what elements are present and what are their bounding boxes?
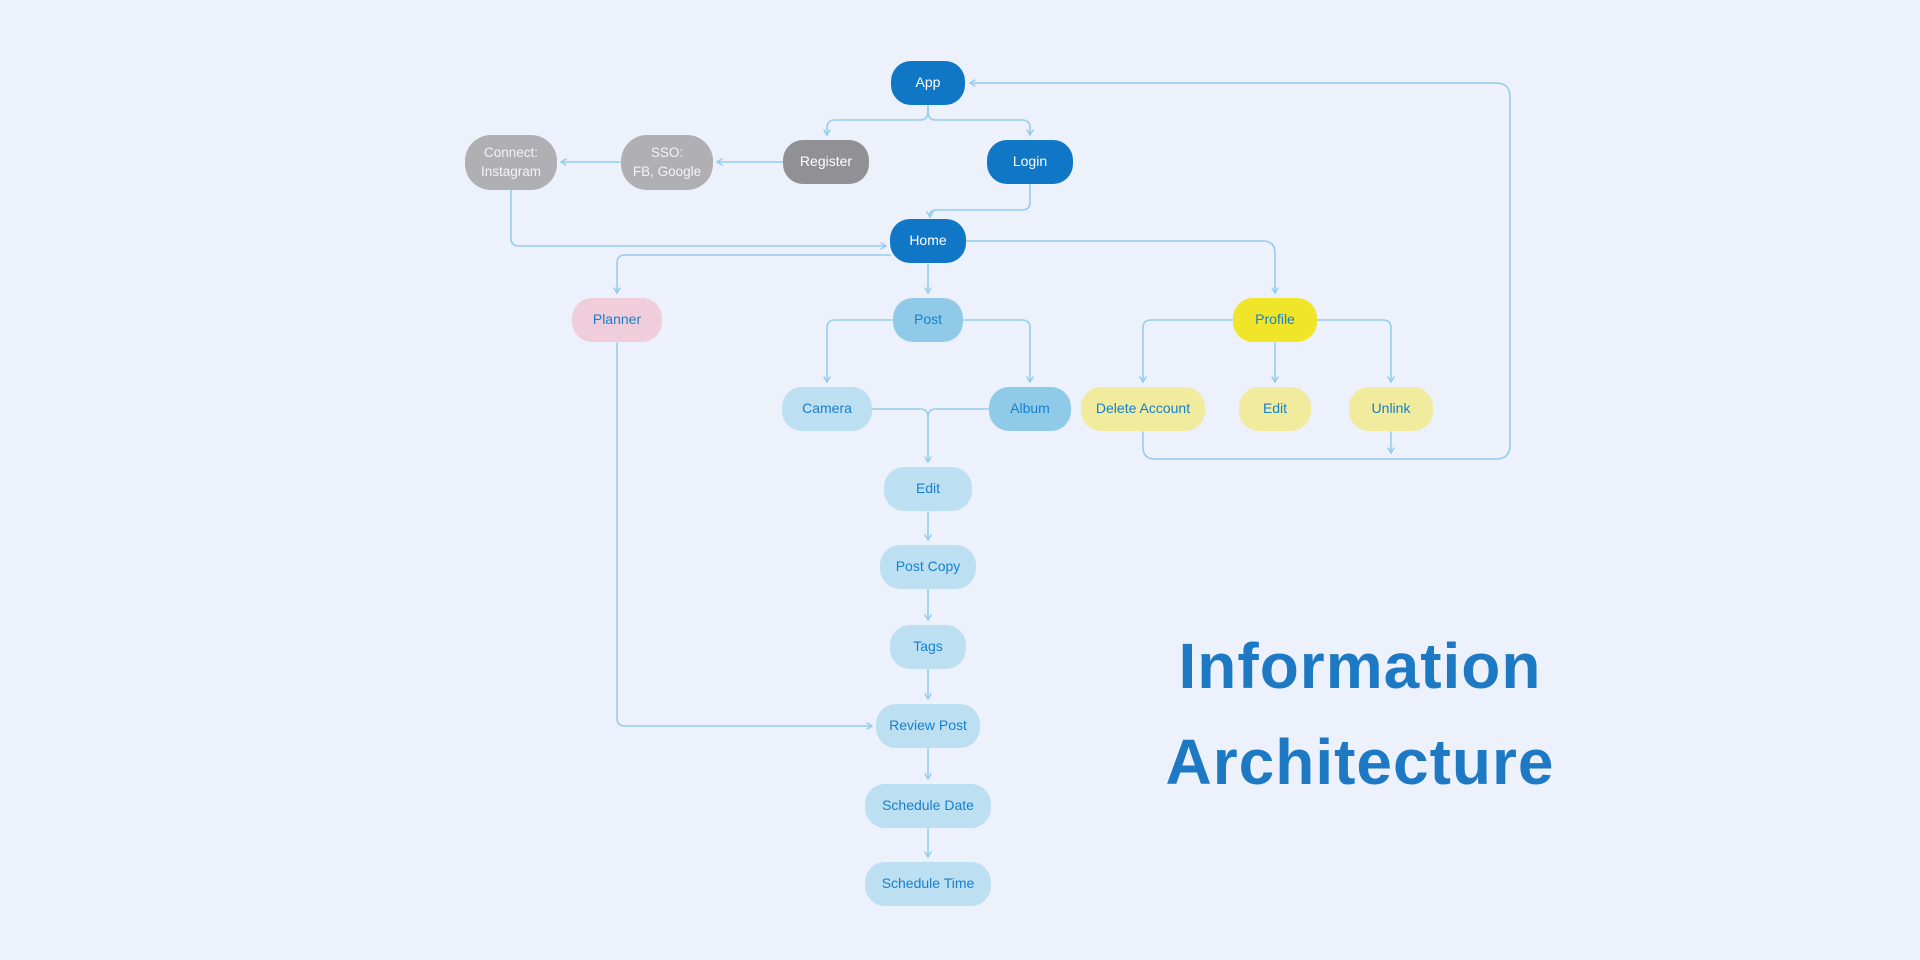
- node-label: App: [915, 74, 941, 91]
- node-label: Delete Account: [1095, 400, 1191, 417]
- node-planner: Planner: [572, 298, 662, 342]
- node-label-line: FB, Google: [632, 164, 702, 179]
- title-line-1: Information: [1178, 630, 1542, 702]
- edge-album-edit: [927, 408, 990, 418]
- node-register: Register: [783, 140, 869, 184]
- node-profile-edit: Edit: [1239, 387, 1311, 431]
- node-app: App: [891, 61, 965, 105]
- node-post-copy: Post Copy: [880, 545, 976, 589]
- edge-post-camera: [823, 319, 894, 383]
- node-home: Home: [890, 219, 966, 263]
- node-label-line: Connect:: [483, 144, 539, 160]
- node-label: Post Copy: [895, 558, 961, 575]
- node-label: Register: [799, 153, 853, 170]
- diagram-title: Information Architecture: [1100, 618, 1620, 810]
- node-label: Camera: [802, 400, 852, 417]
- node-sso: SSO: FB, Google: [621, 134, 713, 190]
- node-tags: Tags: [890, 625, 966, 669]
- node-label: Profile: [1255, 311, 1295, 328]
- node-delete-account: Delete Account: [1081, 387, 1205, 431]
- node-label: Unlink: [1371, 400, 1411, 417]
- node-post: Post: [893, 298, 963, 342]
- node-schedule-time: Schedule Time: [865, 862, 991, 906]
- node-label: Tags: [913, 638, 943, 655]
- node-label: Home: [909, 232, 947, 249]
- edge-post-album: [962, 319, 1034, 383]
- node-label: Edit: [1262, 400, 1288, 417]
- node-login: Login: [987, 140, 1073, 184]
- node-label: Edit: [915, 480, 941, 497]
- edge-app-login: [927, 105, 1034, 136]
- node-profile: Profile: [1233, 298, 1317, 342]
- edge-login-home: [926, 183, 1031, 218]
- node-label-line: SSO:: [650, 144, 684, 160]
- edge-home-profile: [965, 240, 1279, 294]
- title-line-2: Architecture: [1165, 726, 1555, 798]
- node-album: Album: [989, 387, 1071, 431]
- node-label: Review Post: [889, 717, 967, 734]
- node-edit: Edit: [884, 467, 972, 511]
- node-unlink: Unlink: [1349, 387, 1433, 431]
- node-review-post: Review Post: [876, 704, 980, 748]
- edge-profile-unlink: [1316, 319, 1395, 383]
- node-connect: Connect: Instagram: [465, 134, 557, 190]
- edge-planner-review-post: [616, 342, 873, 730]
- node-label: Album: [1010, 400, 1050, 417]
- edge-profile-delete-account: [1139, 319, 1234, 383]
- node-camera: Camera: [782, 387, 872, 431]
- node-label-line: Instagram: [480, 164, 542, 179]
- node-label: Schedule Date: [882, 797, 974, 814]
- edge-app-register: [823, 105, 929, 136]
- edge-connect-home: [510, 189, 887, 250]
- node-label: Post: [913, 311, 942, 328]
- edge-home-planner: [613, 254, 891, 294]
- edge-camera-edit: [871, 408, 932, 463]
- node-label: Login: [1012, 153, 1048, 170]
- edge-delete-account-loop-app: [969, 79, 1511, 460]
- node-schedule-date: Schedule Date: [865, 784, 991, 828]
- node-label: Schedule Time: [881, 875, 975, 892]
- node-label: Planner: [592, 311, 642, 328]
